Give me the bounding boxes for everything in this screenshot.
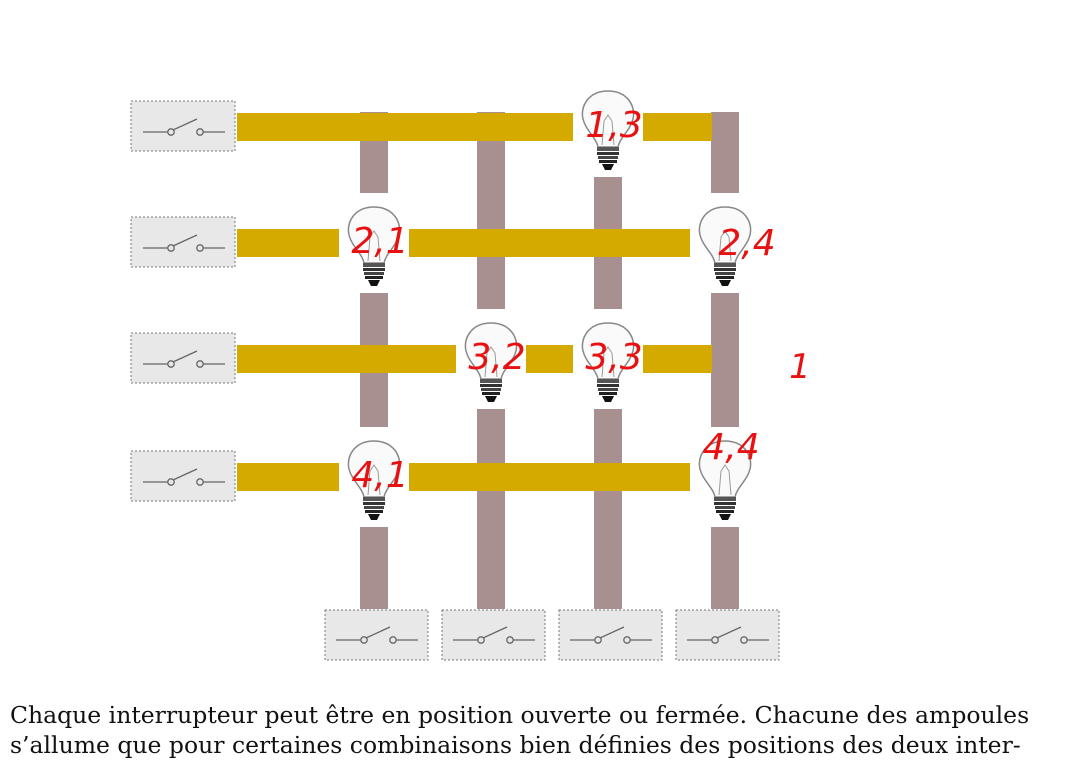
row-wire-4 (237, 463, 712, 491)
bulb-coordinate-label: 4,4 (702, 427, 759, 468)
bulb-coordinate-label: 3,3 (585, 337, 642, 378)
col-switch-4[interactable] (675, 609, 780, 661)
col-switch-3[interactable] (558, 609, 663, 661)
row-switch-2[interactable] (130, 216, 236, 268)
switch-bulb-grid-diagram: 1,3 2,1 2,4 3,2 3,3 4,1 4,4 1 (130, 90, 811, 661)
row-switch-4[interactable] (130, 450, 236, 502)
paragraph-line-1: Chaque interrupteur peut être en positio… (10, 701, 1030, 729)
bulb-coordinate-label: 2,4 (718, 223, 775, 264)
bulb-coordinate-label: 1,3 (585, 105, 642, 146)
row-switch-1[interactable] (130, 100, 236, 152)
bulb-coordinate-label: 3,2 (468, 337, 525, 378)
row-switch-3[interactable] (130, 332, 236, 384)
explanation-paragraph: Chaque interrupteur peut être en positio… (10, 700, 1050, 760)
col-switch-1[interactable] (324, 609, 429, 661)
column-wire-4 (711, 112, 739, 609)
handwritten-side-mark: 1 (789, 347, 811, 387)
bulb-coordinate-label: 4,1 (351, 455, 408, 496)
row-wire-2 (237, 229, 712, 257)
col-switch-2[interactable] (441, 609, 546, 661)
paragraph-line-2: s’allume que pour certaines combinaisons… (10, 731, 1021, 759)
bulb-coordinate-label: 2,1 (351, 221, 408, 262)
